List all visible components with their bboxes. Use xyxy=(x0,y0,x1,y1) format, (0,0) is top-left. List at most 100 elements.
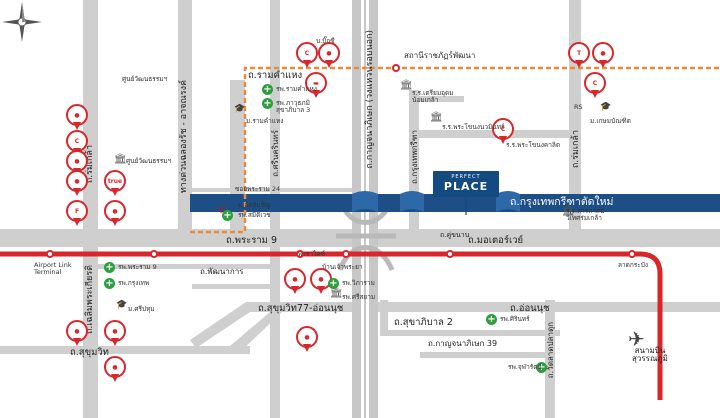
pin-mall[interactable]: ● xyxy=(592,42,614,68)
label-saint: รพ.สมิติเวช xyxy=(238,211,271,219)
hospital-icon: + xyxy=(536,362,547,373)
pin-big-c-2[interactable]: C xyxy=(492,118,514,144)
hospital-icon: + xyxy=(104,278,115,289)
hospital-icon: + xyxy=(262,98,273,109)
road-soi24 xyxy=(192,188,352,192)
station-airport-link[interactable] xyxy=(46,250,54,258)
road-kanchanaphisek39 xyxy=(420,352,550,358)
pin-south-2[interactable]: ● xyxy=(104,320,126,346)
project-marker[interactable]: PERFECT PLACE xyxy=(433,171,499,197)
pin-west-1[interactable]: ● xyxy=(66,104,88,130)
label-sukhumvit3: รพ.ภาวุธภมิ สุขาภิบาล 3 xyxy=(276,99,311,114)
pin-south-1[interactable]: ● xyxy=(66,320,88,346)
store-11-logo-icon: ● xyxy=(104,356,126,378)
station-4[interactable] xyxy=(342,250,350,258)
road-ramkhamhaeng-v xyxy=(230,80,245,230)
label-ramkhamhaeng: ถ.รามคำแหง xyxy=(248,70,303,81)
label-culture-center: ศูนย์วัฒนธรรมฯ xyxy=(126,157,172,165)
road-lat-krabang-west xyxy=(83,0,98,418)
expressway-bridge-3 xyxy=(496,191,520,212)
compass-icon xyxy=(2,2,42,42)
road-phatthanakan-2 xyxy=(192,284,272,289)
label-krungthep-kreetha: ถ.กรุงเทพกรีฑา xyxy=(410,130,419,184)
pin-south-3[interactable]: ● xyxy=(104,356,126,382)
building-icon: 🏛 xyxy=(430,112,443,123)
pin-west-5[interactable]: F xyxy=(66,200,88,226)
pin-west-4[interactable]: ● xyxy=(66,170,88,196)
label-ratchathani: ร.ร.สารสาสน์ วิเทศร่มเกล้า xyxy=(566,207,605,222)
station-3[interactable] xyxy=(296,250,304,258)
label-suan-luang: บ้านเจ้าพระยา xyxy=(322,263,363,271)
hospital-icon: + xyxy=(486,314,497,325)
label-ram-hosp: รพ.รามคำแหง xyxy=(276,85,317,93)
label-sukhaphiban2: ถ.สุขาภิบาล 2 xyxy=(394,317,453,328)
label-sukhumvit: ถ.สุขุมวิท xyxy=(70,347,109,358)
label-soi24: ซอยพระราม 24 xyxy=(235,185,281,193)
pin-3[interactable]: ▬ xyxy=(305,72,327,98)
label-suan-luang-rama9: ศูนย์วัฒนธรรมฯ xyxy=(122,75,168,83)
label-kanchanaphisek: ถ.กาญจนาภิเษก (วงแหวนรอบนอก) xyxy=(365,30,375,169)
label-chularat: รพ.จุฬารัตน์ xyxy=(508,363,542,371)
road-krungthep-kreetha xyxy=(409,90,419,240)
road-wat-laad xyxy=(545,300,555,418)
building-icon: 🏛 xyxy=(330,288,343,299)
label-phrathupat: รพ.กรุงเทพ xyxy=(118,279,150,287)
pin-mid-1[interactable]: ● xyxy=(284,268,306,294)
station-latkrabang[interactable] xyxy=(628,250,636,258)
label-nomklao: ร.ร.พระโขนงนวมินทร์ xyxy=(442,123,505,131)
hospital-icon: + xyxy=(104,262,115,273)
label-wat-laad: ถ.วัดลาดปลาดุก xyxy=(546,322,555,379)
tesco-logo-icon: T xyxy=(568,42,590,64)
label-paradise: พาราไดซ์ xyxy=(298,250,325,258)
pin-2[interactable]: ● xyxy=(318,42,340,68)
pin-west-6[interactable]: ● xyxy=(104,200,126,226)
label-kuphai: ถ.คู่ขนาน xyxy=(440,231,470,239)
label-rs: RS xyxy=(574,103,583,111)
label-expressway: ถ.กรุงเทพกรีฑาตัดใหม่ xyxy=(510,196,614,208)
project-name-large: PLACE xyxy=(443,180,489,193)
label-assumption: ม.อัสสัมชัญ xyxy=(238,201,271,209)
expressway-bridge xyxy=(352,191,378,212)
station-sukhaphiban[interactable] xyxy=(392,64,400,72)
graduation-cap-icon: 🎓 xyxy=(116,300,128,310)
pin-mid-3[interactable]: ● xyxy=(296,326,318,352)
road-nomklao xyxy=(419,96,464,102)
pin-true[interactable]: true xyxy=(104,170,126,196)
label-station-sukhaphiban: สถานีราชภัฏร์พัฒนา xyxy=(404,51,476,60)
station-2[interactable] xyxy=(150,250,158,258)
expressway-bridge-2 xyxy=(400,191,424,212)
pin-kfc[interactable]: C xyxy=(584,72,606,98)
label-sukhumvit77: ถ.สุขุมวิท77-อ่อนนุช xyxy=(258,303,344,314)
pin-big-c[interactable]: C xyxy=(296,42,318,68)
label-phatthanakan: ถ.พัฒนาการ xyxy=(200,267,244,276)
airport-rail-line xyxy=(0,251,663,400)
label-airport-link: Airport Link Terminal xyxy=(34,261,72,276)
label-chalongrat: ทางด่วนฉลองรัช - อาจณรงค์ xyxy=(179,80,189,194)
building-icon: 🏛 xyxy=(562,206,575,217)
label-srinakarin: ถ.ศรีนครินทร์ xyxy=(271,130,280,177)
hospital-icon: + xyxy=(222,210,233,221)
hospital-icon: + xyxy=(328,278,339,289)
label-ramintra: ม.เกษมบัณฑิต xyxy=(590,117,631,125)
road-phatthanakan xyxy=(98,264,270,269)
graduation-cap-icon: 🎓 xyxy=(234,104,246,114)
station-5[interactable] xyxy=(446,250,454,258)
road-onnut xyxy=(190,302,720,348)
label-sirin: รพ.ศิรินทร์ xyxy=(500,315,530,323)
assumption-logo-icon: ⛨ xyxy=(218,206,225,216)
road-sukhaphiban2-link xyxy=(380,300,388,336)
graduation-cap-icon: 🎓 xyxy=(600,102,612,112)
building-icon: 🏛 xyxy=(114,154,127,165)
label-kindergarten: ร.ร.เตรียมอุดม น้อมเกล้า xyxy=(412,89,454,104)
pin-tesco[interactable]: T xyxy=(568,42,590,68)
project-name-small: PERFECT xyxy=(451,174,481,180)
store-8-logo-icon: ● xyxy=(104,200,126,222)
label-airport: สนามบิน สุวรรณภูมิ xyxy=(632,346,668,363)
label-kuak: ม.ศรีปทุม xyxy=(128,305,155,313)
label-romklao: ถ.ร่มเกล้า xyxy=(571,130,581,169)
label-ramkhamhaeng-uni: ม.รามคำแหง xyxy=(246,117,284,125)
label-station-latkrabang: ลาดกระบัง xyxy=(618,261,649,269)
label-sriwichai: รพ.วิภาราม xyxy=(342,279,375,287)
